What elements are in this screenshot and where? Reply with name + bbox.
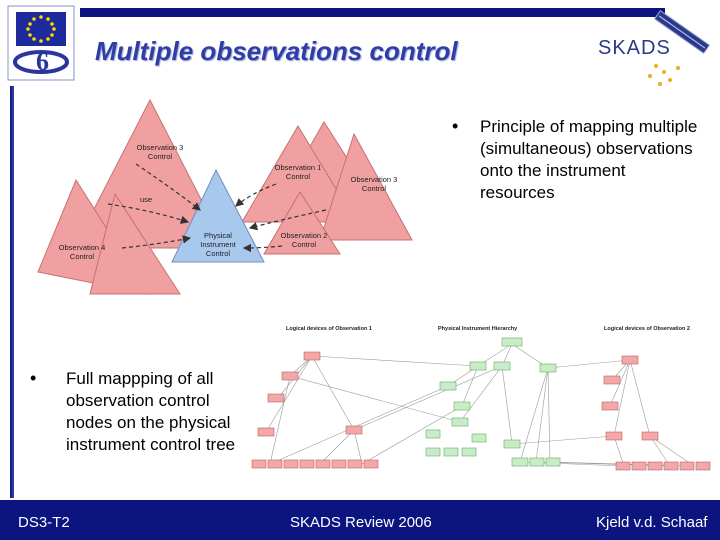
footer-bar	[0, 500, 720, 540]
physical-label-line2: Instrument	[200, 240, 236, 249]
obs2-label-line2: Control	[292, 240, 317, 249]
use-edge-label: use	[140, 195, 152, 204]
obs3-right-label-line2: Control	[362, 184, 387, 193]
obs4-front-triangle	[89, 192, 181, 295]
obs3-back-label-line1: Observation 3	[137, 143, 184, 152]
obs4-label-line1: Observation 4	[59, 243, 106, 252]
obs1-label-line1: Observation 1	[275, 163, 322, 172]
obs3-right-triangle	[319, 132, 413, 241]
obs2-triangle	[263, 191, 341, 255]
footer-event: SKADS Review 2006	[290, 514, 432, 531]
tree-header-observation2: Logical devices of Observation 2	[604, 326, 690, 332]
header-bar	[80, 8, 665, 17]
physical-instrument-triangle	[171, 168, 265, 263]
skads-logo: SKADS	[590, 6, 718, 96]
footer-author: Kjeld v.d. Schaaf	[596, 514, 708, 531]
physical-label-line3: Control	[206, 249, 231, 258]
slide-title: Multiple observations control	[95, 36, 458, 66]
tree-header-observation1: Logical devices of Observation 1	[286, 326, 372, 332]
bullet-text-full-mapping: Full mappping of all observation control…	[66, 369, 236, 454]
skads-logo-text: SKADS	[598, 37, 671, 59]
control-tree-diagram: Logical devices of Observation 1 Physica…	[250, 320, 720, 496]
eu-fp6-logo: 6	[6, 4, 76, 82]
obs3-right-label-line1: Observation 3	[351, 175, 398, 184]
obs1-label-line2: Control	[286, 172, 311, 181]
tree-header-physical: Physical Instrument Hierarchy	[438, 326, 518, 332]
bullet-marker: •	[452, 116, 459, 136]
obs4-label-line2: Control	[70, 252, 95, 261]
bullet-text-mapping-principle: Principle of mapping multiple (simultane…	[480, 117, 698, 202]
bullet-marker: •	[30, 368, 37, 388]
obs2-label-line1: Observation 2	[281, 231, 328, 240]
footer-project-code: DS3-T2	[18, 514, 70, 531]
left-rule	[10, 86, 14, 498]
physical-label-line1: Physical	[204, 231, 232, 240]
obs3-back-label-line2: Control	[148, 152, 173, 161]
svg-text:6: 6	[36, 47, 49, 76]
